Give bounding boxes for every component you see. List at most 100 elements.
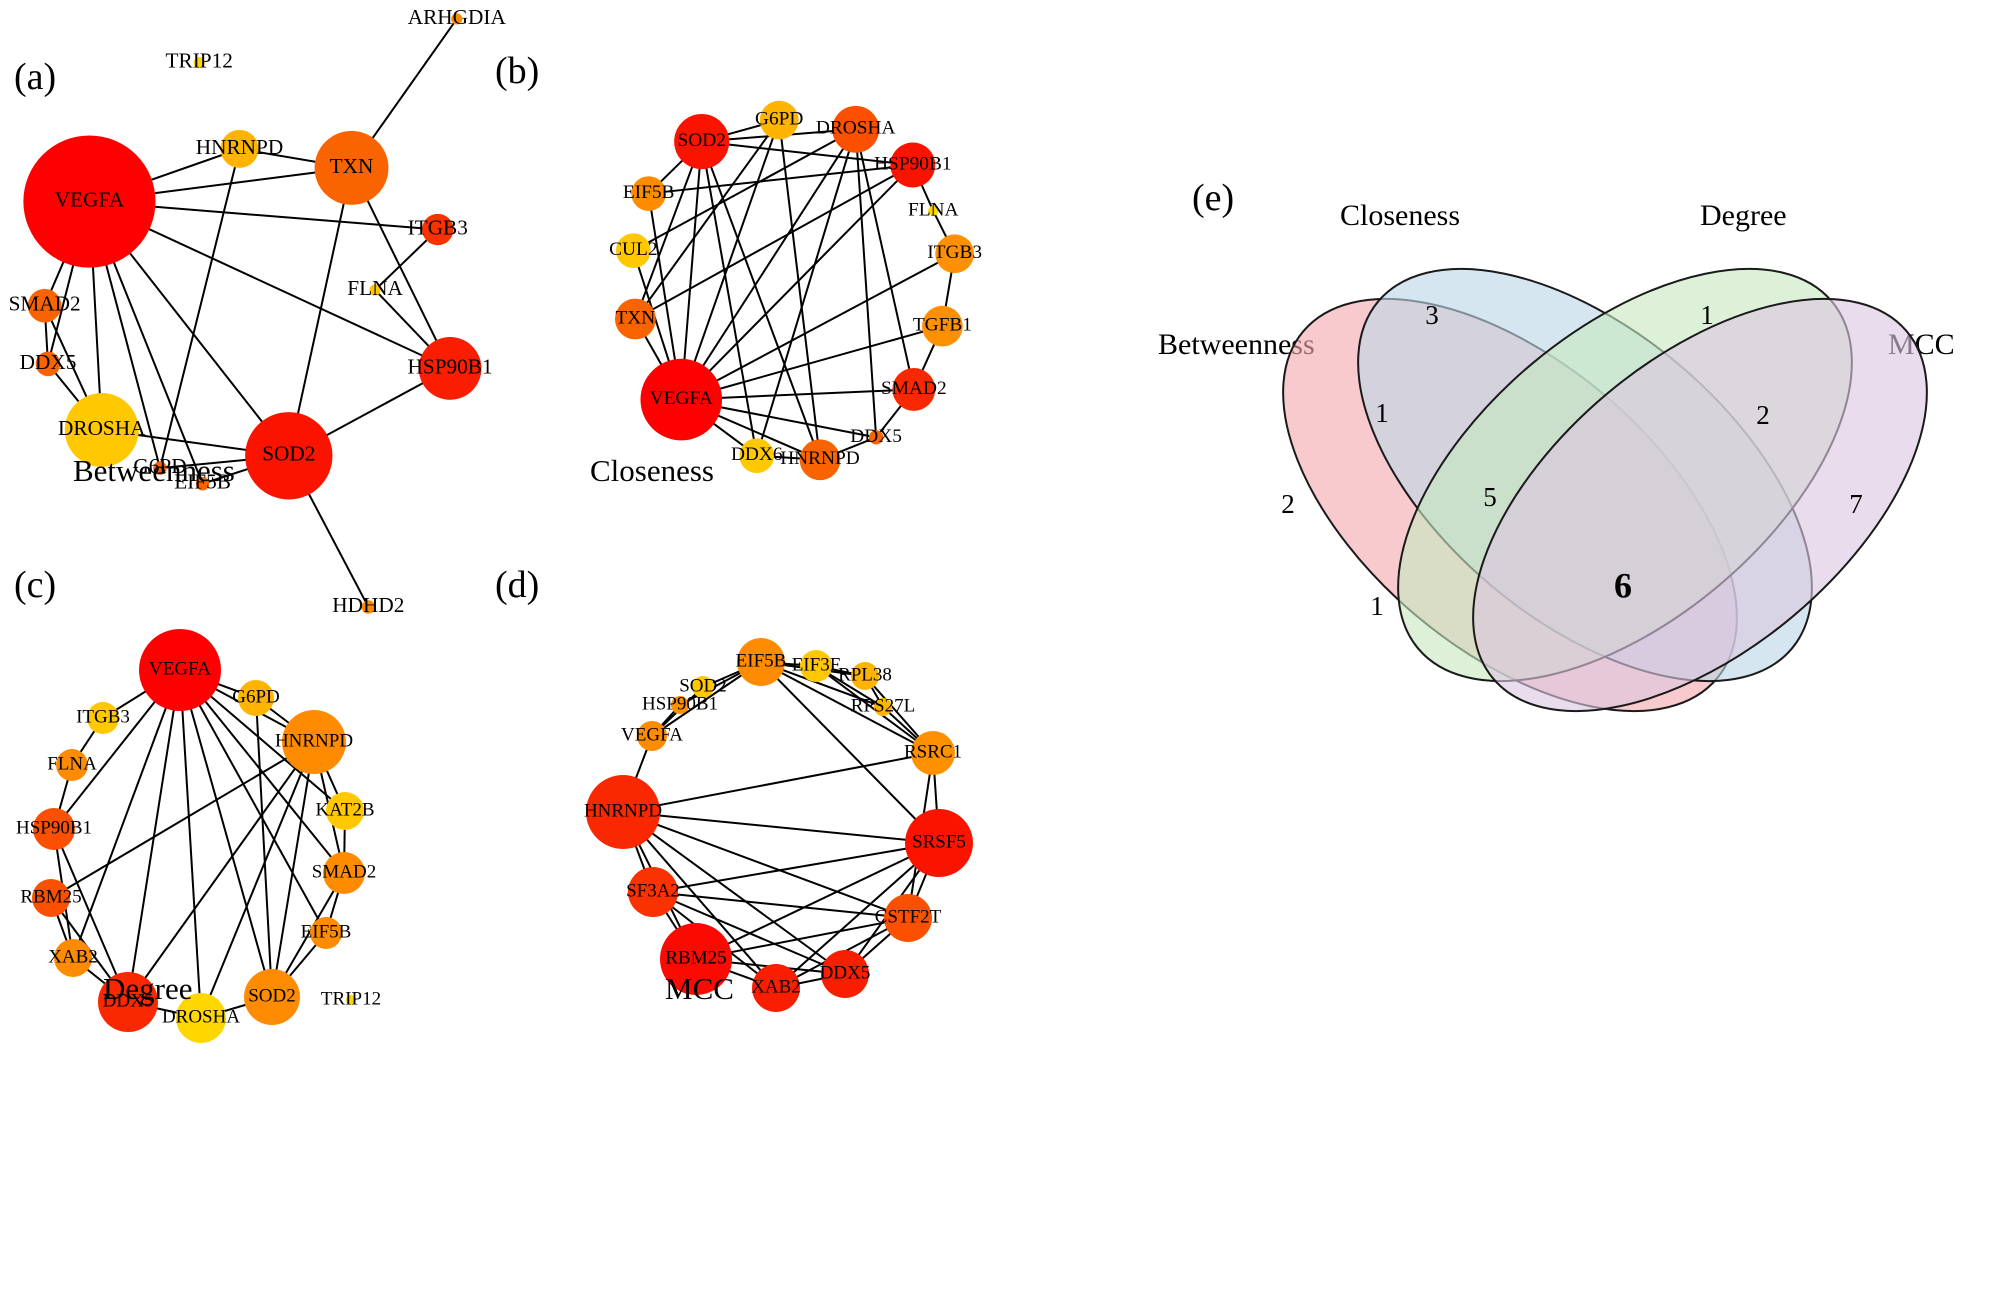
node-circle[interactable] [911,731,955,775]
node-circle[interactable] [614,298,656,340]
node-circle[interactable] [310,917,342,949]
network-node-eif5b[interactable]: EIF5B [623,176,675,211]
node-circle[interactable] [56,749,88,781]
node-circle[interactable] [422,213,454,246]
node-circle[interactable] [851,662,879,690]
network-node-cstf2t[interactable]: CSTF2T [875,894,942,942]
node-circle[interactable] [451,13,463,25]
network-node-drosha[interactable]: DROSHA [816,105,896,153]
node-circle[interactable] [64,393,139,467]
node-circle[interactable] [195,477,210,491]
node-circle[interactable] [674,114,730,170]
node-circle[interactable] [905,809,973,877]
node-circle[interactable] [586,775,660,849]
node-circle[interactable] [282,710,346,774]
node-circle[interactable] [759,100,799,140]
node-circle[interactable] [868,430,884,445]
node-circle[interactable] [928,205,939,216]
node-circle[interactable] [238,680,274,716]
node-circle[interactable] [314,130,389,205]
node-circle[interactable] [87,702,119,734]
node-circle[interactable] [935,234,975,274]
node-circle[interactable] [139,629,221,711]
network-node-flna[interactable]: FLNA [347,276,403,300]
node-circle[interactable] [616,233,651,269]
network-node-ddx6[interactable]: DDX6 [731,438,783,474]
node-circle[interactable] [323,852,365,894]
node-circle[interactable] [671,696,689,714]
network-node-trip12[interactable]: TRIP12 [321,988,381,1009]
node-circle[interactable] [739,438,775,474]
node-circle[interactable] [890,142,936,188]
network-node-trip12[interactable]: TRIP12 [166,49,233,73]
node-circle[interactable] [737,638,785,686]
network-node-sod2[interactable]: SOD2 [674,114,730,170]
node-circle[interactable] [874,698,892,716]
network-node-sod2[interactable]: SOD2 [244,969,300,1025]
network-node-hnrnpd[interactable]: HNRNPD [275,710,353,774]
node-circle[interactable] [346,995,356,1005]
network-node-flna[interactable]: FLNA [908,199,959,220]
node-circle[interactable] [35,351,61,377]
network-node-smad2[interactable]: SMAD2 [9,288,81,323]
node-circle[interactable] [892,367,936,411]
node-circle[interactable] [54,939,92,977]
network-node-arhgdia[interactable]: ARHGDIA [408,5,507,29]
node-circle[interactable] [32,879,70,917]
network-node-vegfa[interactable]: VEGFA [640,358,723,441]
node-circle[interactable] [884,894,932,942]
node-circle[interactable] [752,964,800,1012]
venn-ellipse-mcc[interactable] [1400,220,2000,789]
node-circle[interactable] [832,105,880,153]
node-circle[interactable] [640,358,723,441]
node-circle[interactable] [800,650,832,682]
network-node-ddx5[interactable]: DDX5 [20,350,77,377]
node-circle[interactable] [637,721,667,751]
node-circle[interactable] [628,867,678,917]
node-circle[interactable] [692,676,714,698]
network-node-tgfb1[interactable]: TGFB1 [913,305,972,347]
network-node-kat2b[interactable]: KAT2B [315,792,375,830]
node-circle[interactable] [193,57,205,69]
node-circle[interactable] [369,284,381,296]
node-circle[interactable] [27,288,62,323]
network-node-smad2[interactable]: SMAD2 [881,367,947,411]
network-node-rpl38[interactable]: RPL38 [838,662,892,690]
node-circle[interactable] [418,337,482,400]
network-edge [622,811,777,989]
network-node-cul2[interactable]: CUL2 [609,233,658,269]
node-circle[interactable] [153,461,167,475]
network-node-srsf5[interactable]: SRSF5 [905,809,973,877]
network-node-vegfa[interactable]: VEGFA [139,629,221,711]
node-circle[interactable] [176,993,226,1043]
network-edge [652,842,940,893]
node-circle[interactable] [244,969,300,1025]
node-circle[interactable] [33,808,75,850]
network-node-vegfa[interactable]: VEGFA [23,135,156,268]
node-circle[interactable] [326,792,364,830]
network-node-hsp90b1[interactable]: HSP90B1 [408,337,493,400]
network-node-hnrnpd[interactable]: HNRNPD [584,775,662,849]
network-node-hnrnpd[interactable]: HNRNPD [196,129,283,168]
network-node-smad2[interactable]: SMAD2 [312,852,376,894]
network-node-hnrnpd[interactable]: HNRNPD [780,439,860,481]
network-node-txn[interactable]: TXN [314,130,389,205]
node-circle[interactable] [245,412,333,500]
network-node-vegfa[interactable]: VEGFA [621,721,683,751]
node-circle[interactable] [922,305,963,347]
node-circle[interactable] [660,923,732,995]
network-node-hsp90b1[interactable]: HSP90B1 [16,808,92,850]
node-circle[interactable] [220,129,259,168]
node-circle[interactable] [631,176,666,211]
node-circle[interactable] [23,135,156,268]
network-node-txn[interactable]: TXN [614,298,656,340]
network-node-sod2[interactable]: SOD2 [245,412,333,500]
network-node-itgb3[interactable]: ITGB3 [927,234,982,274]
node-circle[interactable] [98,972,158,1032]
node-circle[interactable] [821,950,869,998]
node-circle[interactable] [799,439,841,481]
network-node-itgb3[interactable]: ITGB3 [408,213,468,246]
network-node-xab2[interactable]: XAB2 [751,964,801,1012]
network-node-flna[interactable]: FLNA [47,749,97,781]
node-circle[interactable] [361,600,376,614]
